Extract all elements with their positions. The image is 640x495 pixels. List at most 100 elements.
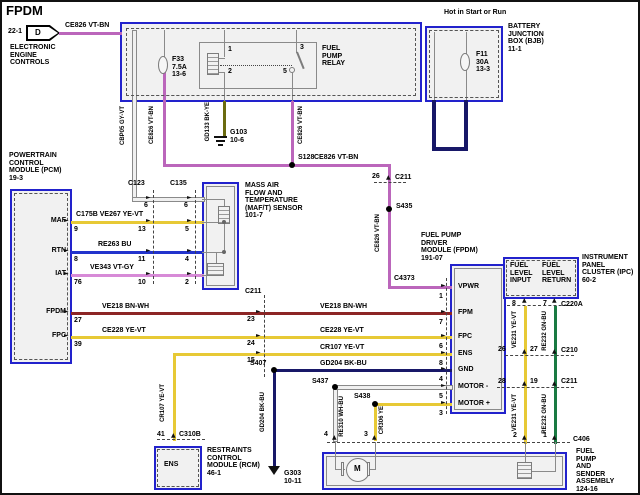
pin-name: VPWR bbox=[458, 283, 479, 290]
pin-number: 4 bbox=[324, 431, 328, 438]
connector-dash-line bbox=[497, 387, 574, 388]
pin-number: 2 bbox=[513, 432, 517, 439]
connector-label: C4373 bbox=[394, 275, 415, 282]
pin-name: MOTOR - bbox=[458, 383, 489, 390]
connector-dash-line bbox=[374, 182, 406, 183]
pin-name: FPDM bbox=[46, 308, 66, 315]
arrow-right-icon: ► bbox=[441, 349, 446, 356]
pump-label: FUEL PUMP AND SENDER ASSEMBLY 124-16 bbox=[576, 448, 615, 493]
hot-note: Hot in Start or Run bbox=[444, 9, 507, 16]
pin-name: ENS bbox=[458, 350, 473, 357]
wire-pump2 bbox=[374, 441, 376, 470]
page-ref: 22-1 bbox=[8, 28, 23, 35]
circuit-label: CR107 YE-VT bbox=[320, 344, 365, 351]
pin-name: FPC bbox=[458, 333, 472, 340]
arrow-right-icon: ► bbox=[64, 217, 69, 224]
circuit-label: CE826 VT-BN bbox=[314, 154, 359, 161]
pin-name: GND bbox=[458, 366, 474, 373]
wire-sens-rail bbox=[201, 198, 225, 200]
splice-label: S407 bbox=[250, 360, 267, 367]
wire-pump2 bbox=[367, 468, 376, 470]
wire-relay-pin2 bbox=[223, 71, 225, 103]
arrow-right-icon: ► bbox=[146, 247, 151, 254]
wire-relay-pin5 bbox=[291, 72, 293, 103]
wire-motor-neg bbox=[333, 385, 452, 389]
splice-label: S438 bbox=[354, 393, 371, 400]
arrow-right-icon: ► bbox=[64, 247, 69, 254]
ipc-box bbox=[503, 257, 579, 299]
rcm-box bbox=[154, 446, 202, 490]
connector-dash-line bbox=[506, 260, 576, 296]
ground-g103 bbox=[216, 140, 225, 142]
connector-dash-line bbox=[157, 439, 205, 440]
pin-number: 4 bbox=[185, 256, 189, 263]
arrow-up-icon: ▲ bbox=[522, 434, 527, 441]
arrow-up-icon: ▲ bbox=[522, 297, 527, 304]
circuit-label-v: RE310 WH-BU bbox=[339, 396, 345, 437]
bjb-label: BATTERY JUNCTION BOX (BJB) 11-1 bbox=[508, 23, 544, 53]
pin-number: 27 bbox=[74, 317, 82, 324]
wire-ce826-drop bbox=[290, 100, 294, 167]
relay-coil bbox=[207, 53, 219, 75]
wire-relay-pin1 bbox=[223, 29, 225, 57]
fuse-f33-label: F33 7.5A 13-6 bbox=[172, 56, 187, 79]
page-continuation-tag: D bbox=[26, 25, 60, 41]
connector-d-letter: D bbox=[35, 28, 41, 37]
splice-dot bbox=[372, 401, 378, 407]
p-number: 9 bbox=[74, 226, 78, 233]
circuit-label: VE343 VT-GY bbox=[90, 264, 134, 271]
circuit-label-v: RE232 GN-BU bbox=[542, 311, 548, 351]
pin-name: ENS bbox=[164, 461, 179, 468]
arrow-right-icon: ► bbox=[441, 399, 446, 406]
wire-maf-feed bbox=[132, 197, 204, 201]
pin-number: 2 bbox=[185, 279, 189, 286]
splice-dot bbox=[386, 206, 392, 212]
circuit-label-v: CE826 VT-BN bbox=[298, 106, 304, 145]
arrow-up-icon: ▲ bbox=[552, 348, 557, 355]
arrow-right-icon: ► bbox=[187, 270, 192, 277]
connector-label: C123 bbox=[128, 180, 145, 187]
arrow-right-icon: ► bbox=[256, 308, 261, 315]
pin-number: 5 bbox=[185, 226, 189, 233]
sender-resistor bbox=[517, 462, 532, 479]
wire-sens-maf bbox=[201, 221, 225, 223]
pin-number: 19 bbox=[530, 378, 538, 385]
wire-bjb-loop bbox=[432, 147, 468, 151]
arrow-right-icon: ► bbox=[256, 332, 261, 339]
pcm-label: POWERTRAIN CONTROL MODULE (PCM) 19-3 bbox=[9, 152, 62, 182]
wire-relay-pin3 bbox=[295, 29, 297, 53]
wire-ens bbox=[172, 352, 452, 356]
pin-number: 8 bbox=[439, 360, 443, 367]
wire-f11-out bbox=[465, 69, 467, 103]
relay-contact bbox=[289, 67, 295, 73]
splice-dot bbox=[289, 162, 295, 168]
wire-rtn bbox=[70, 250, 204, 254]
circuit-label-v: CR306 YE bbox=[379, 406, 385, 435]
motor-bracket-r bbox=[367, 462, 370, 476]
arrow-up-icon: ▲ bbox=[522, 380, 527, 387]
connector-label: C406 bbox=[573, 436, 590, 443]
circuit-label-v: CBP05 GY-VT bbox=[120, 106, 126, 146]
wire-fl-input bbox=[523, 305, 527, 444]
pin-number: 1 bbox=[439, 293, 443, 300]
wire-motor-pos bbox=[373, 402, 452, 406]
pin-number: 39 bbox=[74, 341, 82, 348]
wire-gnd bbox=[272, 368, 452, 372]
arrow-right-icon: ► bbox=[441, 365, 446, 372]
ground-g103 bbox=[214, 136, 227, 138]
pin-name: FPM bbox=[458, 309, 473, 316]
wire-iat bbox=[70, 273, 204, 277]
wire-sens-rail bbox=[223, 198, 225, 253]
connector-dash-line bbox=[126, 28, 416, 96]
connector-dash-line bbox=[446, 278, 447, 414]
ground-g103 bbox=[218, 144, 223, 146]
pin-name: MAF bbox=[50, 217, 66, 224]
arrow-up-icon: ▲ bbox=[372, 434, 377, 441]
circuit-label-v: GD133 BK-YE bbox=[205, 102, 211, 142]
fuse-f11-label: F11 30A 13-3 bbox=[476, 51, 491, 74]
pin-number: 1 bbox=[228, 46, 232, 53]
splice-dot bbox=[271, 367, 277, 373]
wire-motor-pos bbox=[373, 402, 377, 441]
pin-number: 26 bbox=[372, 173, 380, 180]
arrow-right-icon: ► bbox=[146, 217, 151, 224]
